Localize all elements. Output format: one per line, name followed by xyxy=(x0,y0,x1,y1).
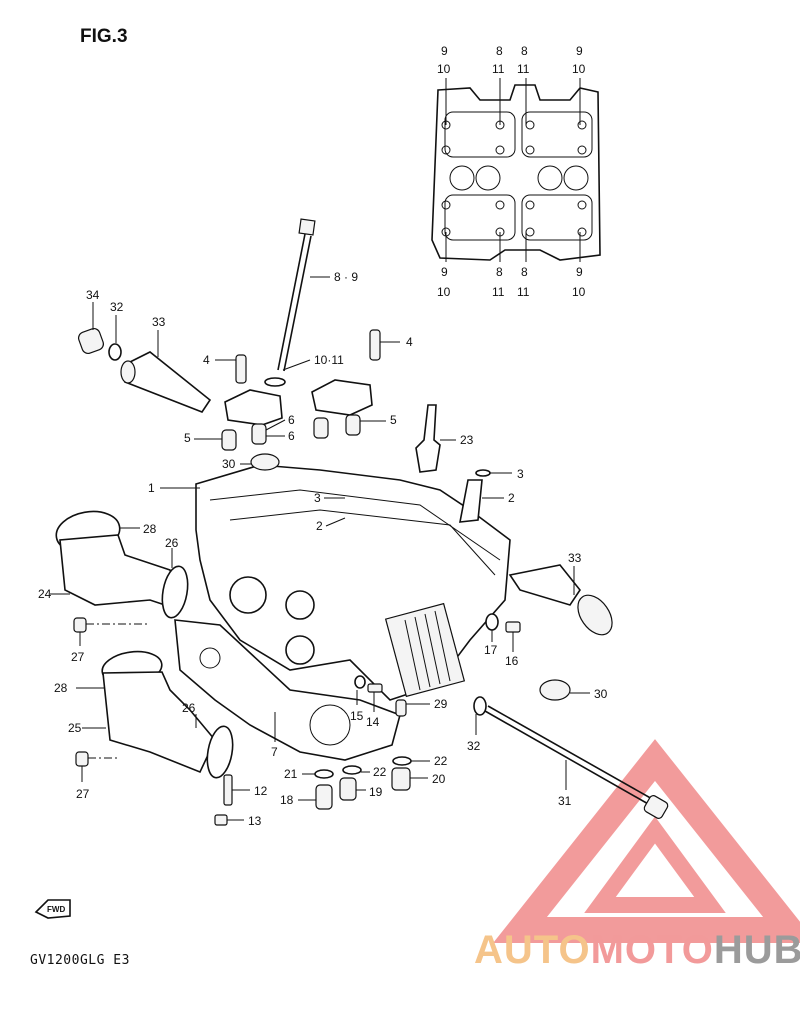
label-bottom-8b: 8 xyxy=(521,265,528,279)
callout-27-lower: 27 xyxy=(76,787,90,801)
cap-30-right: 30 xyxy=(539,679,608,701)
callout-6-upper: 6 xyxy=(288,413,295,427)
callout-3-center: 3 xyxy=(314,491,321,505)
watermark-triangle xyxy=(493,739,800,943)
label-top-9a: 9 xyxy=(441,44,448,58)
callout-33-lower: 33 xyxy=(568,551,582,565)
callout-2-right: 2 xyxy=(508,491,515,505)
callout-27-upper: 27 xyxy=(71,650,85,664)
callout-10-11: 10·11 xyxy=(314,353,344,367)
figure-title: FIG.3 xyxy=(80,26,128,47)
callout-30-lower: 30 xyxy=(594,687,608,701)
label-bottom-10b: 10 xyxy=(572,285,586,299)
brand-auto: AUTO xyxy=(474,928,591,972)
callout-28-upper: 28 xyxy=(143,522,157,536)
dowel-29: 29 xyxy=(395,697,448,717)
label-bottom-9a: 9 xyxy=(441,265,448,279)
bolt-pattern-top-view: 9 10 8 11 8 11 9 10 9 10 8 11 8 11 9 10 xyxy=(431,44,601,299)
label-top-11a: 11 xyxy=(492,62,505,76)
callout-29: 29 xyxy=(434,697,448,711)
label-top-10a: 10 xyxy=(437,62,451,76)
callout-23: 23 xyxy=(460,433,474,447)
callout-33-upper: 33 xyxy=(152,315,166,329)
camshaft-lower: 33 xyxy=(508,551,613,636)
intake-pipes: 28 26 24 28 26 25 27 27 xyxy=(38,510,234,801)
label-bottom-11a: 11 xyxy=(492,285,505,299)
label-top-8a: 8 xyxy=(496,44,503,58)
callout-7: 7 xyxy=(271,745,278,759)
long-bolt-31: 32 31 xyxy=(467,696,669,819)
callout-28-lower: 28 xyxy=(54,681,68,695)
label-bottom-11b: 11 xyxy=(517,285,530,299)
callout-3-right: 3 xyxy=(517,467,524,481)
callout-32-upper: 32 xyxy=(110,300,124,314)
callout-31: 31 xyxy=(558,794,572,808)
small-parts-18-22: 21 22 22 18 19 20 xyxy=(280,754,448,810)
callout-4-right: 4 xyxy=(406,335,413,349)
valve-guide-right: 3 2 xyxy=(459,467,524,523)
callout-5-left: 5 xyxy=(184,431,191,445)
head-gasket: 7 xyxy=(174,619,401,761)
callout-1: 1 xyxy=(148,481,155,495)
spark-plug: 23 xyxy=(415,404,474,473)
callout-20: 20 xyxy=(432,772,446,786)
callout-26-upper: 26 xyxy=(165,536,179,550)
label-bottom-9b: 9 xyxy=(576,265,583,279)
label-top-11b: 11 xyxy=(517,62,530,76)
cam-caps-and-dowels: 4 4 5 6 6 5 xyxy=(184,329,413,451)
callout-26-lower: 26 xyxy=(182,701,196,715)
callout-25: 25 xyxy=(68,721,82,735)
callout-14: 14 xyxy=(366,715,380,729)
callout-18: 18 xyxy=(280,793,294,807)
label-top-10b: 10 xyxy=(572,62,586,76)
fwd-label: FWD xyxy=(47,905,65,914)
callout-17: 17 xyxy=(484,643,498,657)
brand-hub: HUB xyxy=(713,928,800,972)
camshaft-upper: 34 32 33 xyxy=(77,288,212,413)
callout-22-right: 22 xyxy=(434,754,448,768)
callout-34: 34 xyxy=(86,288,100,302)
callout-16: 16 xyxy=(505,654,519,668)
callout-19: 19 xyxy=(369,785,383,799)
callout-6-lower: 6 xyxy=(288,429,295,443)
head-bolt-long: 8 · 9 10·11 xyxy=(264,218,358,387)
callout-4-left: 4 xyxy=(203,353,210,367)
callout-30-upper: 30 xyxy=(222,457,236,471)
watermark-brand: AUTOMOTOHUB xyxy=(474,928,800,973)
callout-21: 21 xyxy=(284,767,298,781)
model-code: GV1200GLG E3 xyxy=(30,953,130,968)
label-top-8b: 8 xyxy=(521,44,528,58)
brand-moto: MOTO xyxy=(590,928,714,972)
callout-12: 12 xyxy=(254,784,268,798)
stud-and-nut: 12 13 xyxy=(214,774,268,828)
callout-22-center: 22 xyxy=(373,765,387,779)
label-bottom-8a: 8 xyxy=(496,265,503,279)
callout-8-9: 8 · 9 xyxy=(334,270,358,284)
label-bottom-10a: 10 xyxy=(437,285,451,299)
callout-32-lower: 32 xyxy=(467,739,481,753)
label-top-9b: 9 xyxy=(576,44,583,58)
bolt-14-15: 15 14 xyxy=(350,675,383,729)
callout-15: 15 xyxy=(350,709,364,723)
cylinder-head: 1 30 3 2 xyxy=(148,453,511,701)
callout-24: 24 xyxy=(38,587,52,601)
plug-and-bolt-16-17: 17 16 xyxy=(484,613,521,668)
callout-2-center: 2 xyxy=(316,519,323,533)
callout-5-right: 5 xyxy=(390,413,397,427)
callout-13: 13 xyxy=(248,814,262,828)
fwd-arrow-icon: FWD xyxy=(34,899,71,919)
